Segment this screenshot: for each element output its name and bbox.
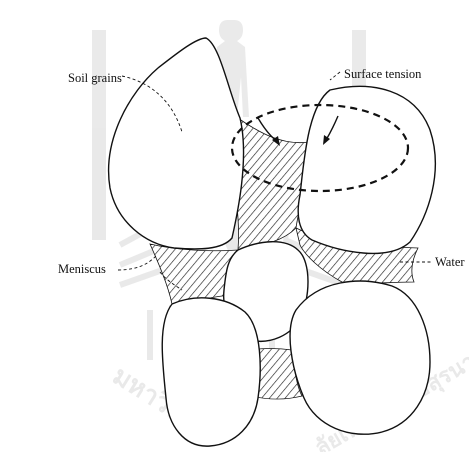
grain-bottom-left bbox=[162, 298, 260, 446]
label-surface-tension: Surface tension bbox=[344, 67, 422, 81]
grain-bottom-right bbox=[290, 281, 430, 434]
label-water: Water bbox=[435, 255, 465, 269]
grain-top-left bbox=[109, 38, 244, 249]
label-soil-grains: Soil grains bbox=[68, 71, 122, 85]
leader-surface-tension bbox=[330, 72, 340, 80]
label-meniscus: Meniscus bbox=[58, 262, 106, 276]
watermark-pillar-left bbox=[92, 30, 106, 240]
